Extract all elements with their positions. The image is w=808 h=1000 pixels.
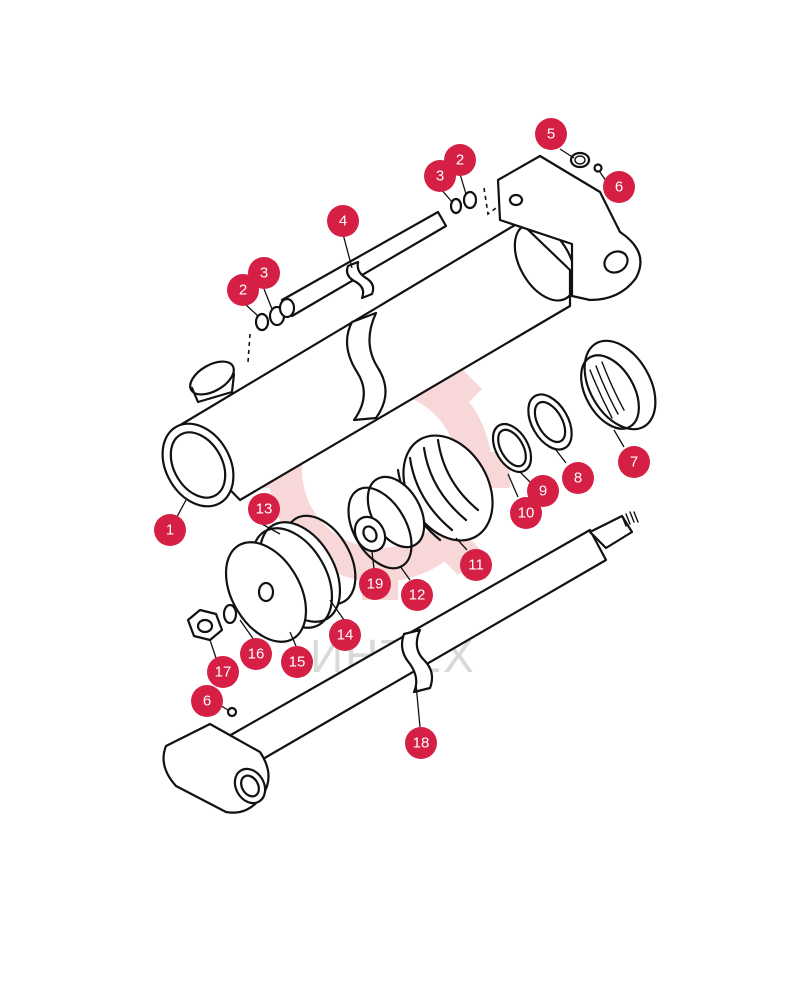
callout-11: 11 [460,549,492,581]
svg-text:19: 19 [367,576,384,593]
svg-text:4: 4 [339,213,347,230]
callout-9: 9 [527,475,559,507]
callouts: 5 6 2 3 4 3 2 7 [154,118,650,759]
svg-text:14: 14 [337,627,354,644]
svg-text:2: 2 [239,282,247,299]
svg-text:15: 15 [289,654,306,671]
svg-text:10: 10 [518,505,535,522]
part-grease-fitting [226,151,603,718]
svg-text:3: 3 [436,168,444,185]
callout-3: 3 [248,257,280,289]
svg-text:11: 11 [468,557,484,574]
part-seals [491,393,573,473]
callout-7: 7 [618,446,650,478]
callout-14: 14 [329,619,361,651]
svg-text:13: 13 [256,501,273,518]
callout-18: 18 [405,727,437,759]
part-lock-nut [186,603,238,642]
callout-2: 2 [444,144,476,176]
svg-text:17: 17 [215,664,232,681]
svg-text:16: 16 [248,646,265,663]
svg-text:18: 18 [413,735,430,752]
callout-13: 13 [248,493,280,525]
svg-text:3: 3 [260,265,268,282]
part-tube [278,210,448,319]
callout-19: 19 [359,568,391,600]
callout-6: 6 [191,685,223,717]
svg-text:1: 1 [166,522,174,539]
part-cylinder-barrel [161,154,642,508]
svg-text:6: 6 [615,179,623,196]
part-gland-sleeve [580,339,657,431]
callout-15: 15 [281,646,313,678]
callout-1: 1 [154,514,186,546]
svg-text:6: 6 [203,693,211,710]
svg-text:12: 12 [409,587,426,604]
callout-4: 4 [327,205,359,237]
callout-10: 10 [510,497,542,529]
part-o-rings [254,190,478,332]
callout-12: 12 [401,579,433,611]
part-piston-rod [162,511,639,814]
part-piston [224,514,357,643]
callout-8: 8 [562,462,594,494]
svg-text:8: 8 [574,470,582,487]
part-wear-ring [347,486,413,570]
svg-text:5: 5 [547,126,555,143]
svg-text:9: 9 [539,483,547,500]
callout-16: 16 [240,638,272,670]
callout-6: 6 [603,171,635,203]
callout-17: 17 [207,656,239,688]
callout-5: 5 [535,118,567,150]
svg-text:2: 2 [456,152,464,169]
svg-text:7: 7 [630,454,638,471]
